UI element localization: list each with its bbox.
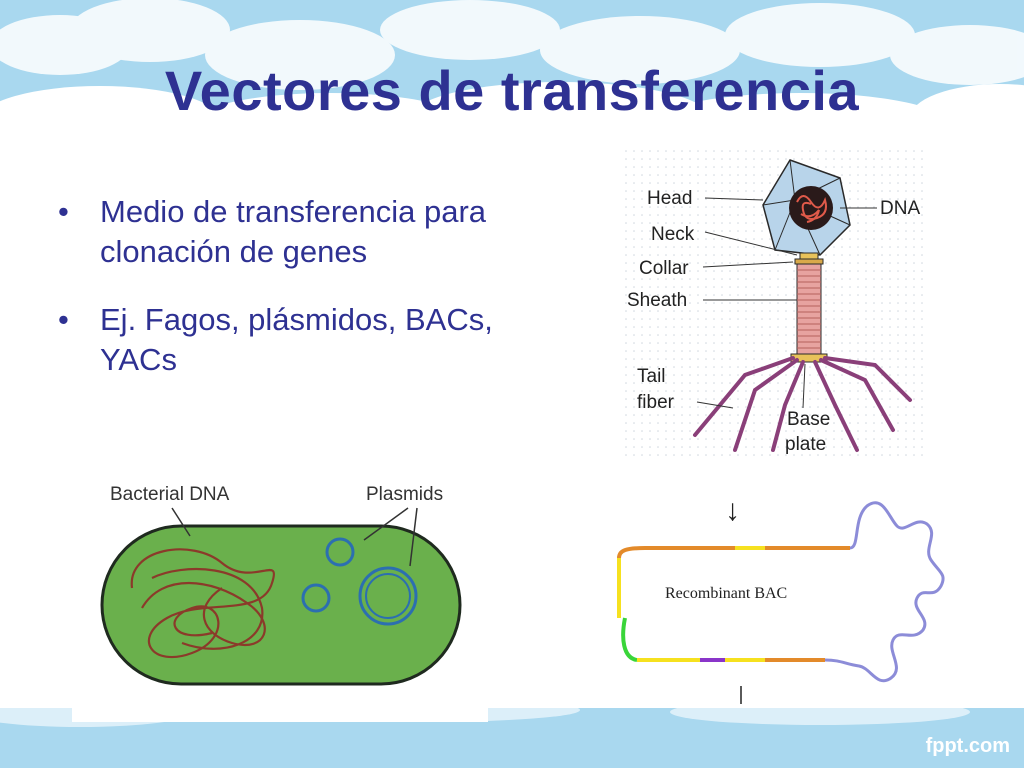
bacterium-diagram: Bacterial DNA Plasmids [72,468,488,722]
label-neck: Neck [651,224,695,245]
bacterial-dna-strand [130,548,275,659]
label-collar: Collar [639,258,689,279]
label-sheath: Sheath [627,290,687,311]
label-fiber: fiber [637,392,675,413]
label-base: Base [787,409,830,430]
plasmid-large [358,566,418,626]
bullet-marker: • [58,302,69,337]
label-plasmids: Plasmids [366,484,443,505]
bac-loop [617,501,945,683]
bullet-item: • Ej. Fagos, plásmidos, BACs, YACs [58,300,498,380]
label-tail: Tail [637,366,666,387]
phage-head [762,159,851,256]
sky-background-top [0,0,1024,130]
label-head: Head [647,188,692,209]
bullet-text: Medio de transferencia para clonación de… [100,194,487,269]
label-recombinant-bac: Recombinant BAC [665,585,787,602]
recombinant-bac-diagram: ↓ Recombinant BAC [605,478,950,708]
bacteriophage-diagram: Head Neck Collar Sheath DNA Tail fiber B… [625,150,925,460]
plasmid-small [325,537,355,567]
arrow-down-icon: ↓ [725,494,740,527]
label-dna: DNA [880,198,920,219]
bullet-item: • Medio de transferencia para clonación … [58,192,498,272]
phage-sheath [796,263,822,355]
plasmid-small [301,583,331,613]
label-plate: plate [785,434,826,455]
label-bacterial-dna: Bacterial DNA [110,484,230,505]
bacterial-cell [100,524,462,686]
plasmid-large-inner [365,573,411,619]
phage-collar [794,258,824,265]
watermark: fppt.com [925,735,1010,757]
bullet-list: • Medio de transferencia para clonación … [58,192,498,408]
slide-title: Vectores de transferencia [164,59,860,122]
phage-tail-fibers [693,356,912,452]
bullet-text: Ej. Fagos, plásmidos, BACs, YACs [100,302,493,377]
bullet-marker: • [58,194,69,229]
phage-neck [799,252,819,260]
